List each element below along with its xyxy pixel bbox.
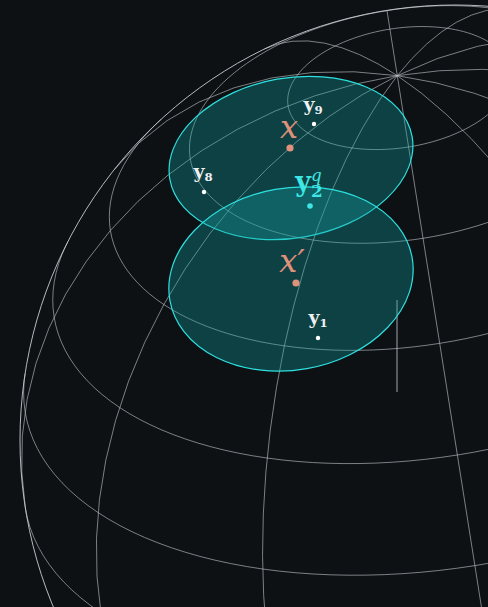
point-label: x xyxy=(280,111,298,143)
point-label: y8 xyxy=(193,162,212,184)
sphere-outline xyxy=(20,5,488,607)
point-dot xyxy=(312,122,316,126)
point-label: yq2 xyxy=(295,168,322,200)
point-label: y1 xyxy=(308,308,327,330)
point-dot xyxy=(292,279,299,286)
point-dot xyxy=(286,144,293,151)
neighbourhood-ellipse xyxy=(154,168,428,390)
sphere-wireframe xyxy=(20,5,488,607)
point-label: x′ xyxy=(279,245,304,277)
point-dot xyxy=(202,190,206,194)
point-label: y9 xyxy=(303,95,322,117)
graticule xyxy=(22,6,488,607)
point-dot xyxy=(307,203,313,209)
point-dot xyxy=(316,336,320,340)
